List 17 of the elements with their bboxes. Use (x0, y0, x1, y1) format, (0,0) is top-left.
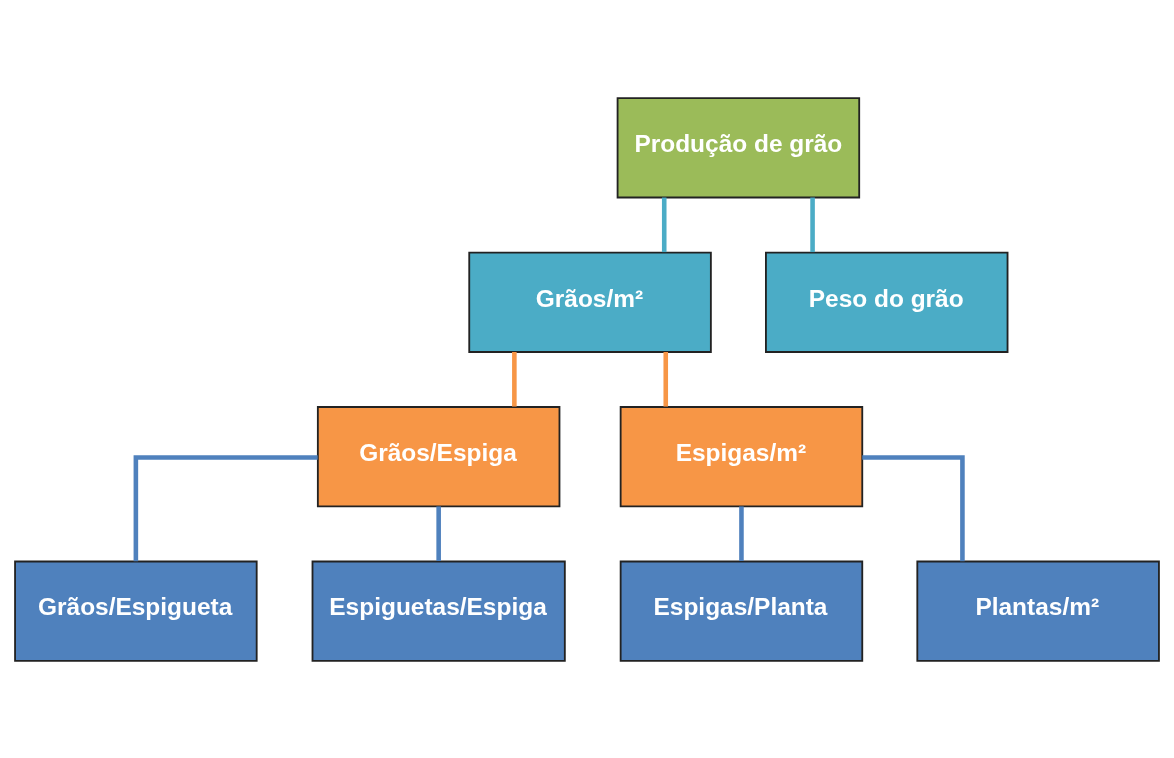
connector (661, 197, 667, 252)
connector (810, 197, 815, 252)
node-box: Grãos/Espiga (316, 405, 561, 507)
node-box: Espiguetas/Espiga (311, 560, 566, 662)
node-box: Peso do grão (765, 251, 1009, 353)
node-box: Grãos/m² (468, 251, 712, 353)
node-box: Produção de grão (616, 96, 861, 198)
connector (739, 505, 744, 561)
connector (663, 351, 669, 407)
node-box: Espigas/Planta (619, 560, 864, 662)
connector (512, 351, 517, 407)
connector (862, 454, 965, 561)
node-box: Plantas/m² (916, 560, 1160, 662)
connector (436, 505, 441, 561)
node-box: Grãos/Espigueta (14, 560, 258, 662)
node-box: Espigas/m² (619, 405, 864, 507)
connector (133, 454, 318, 561)
